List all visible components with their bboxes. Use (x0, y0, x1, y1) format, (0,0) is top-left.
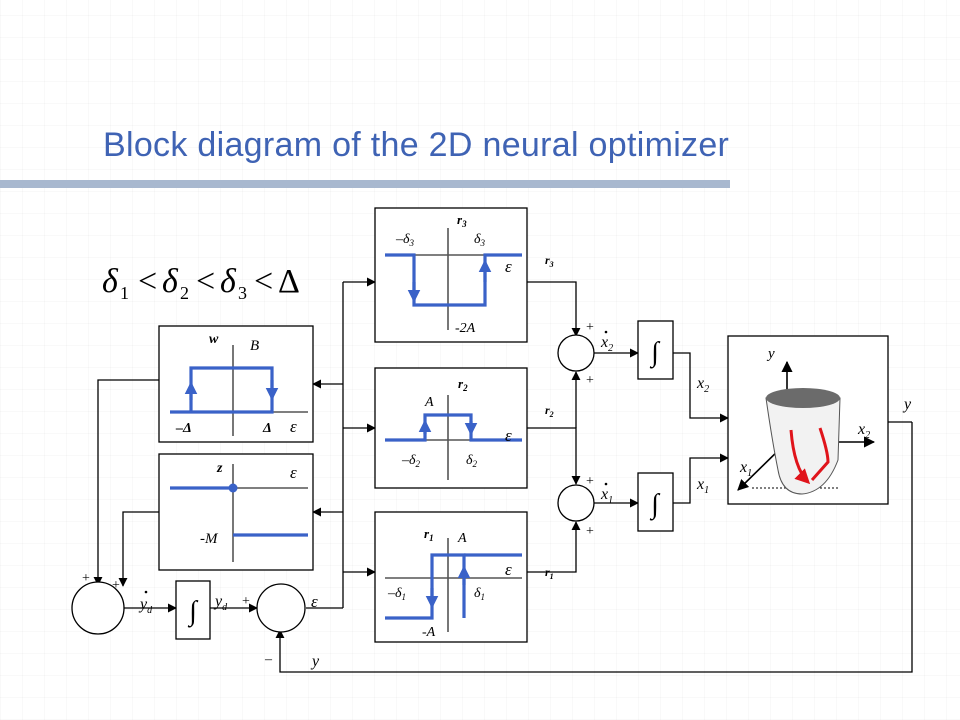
svg-text:-2A: -2A (455, 321, 476, 336)
svg-text:w: w (209, 332, 219, 347)
svg-text:B: B (250, 338, 259, 354)
hysteresis-block-r2: r2 A ε –δ2 δ2 (374, 367, 528, 489)
svg-text:δ1: δ1 (474, 586, 485, 602)
svg-text:-A: -A (422, 625, 436, 640)
svg-text:r1: r1 (545, 565, 554, 581)
svg-text:A: A (457, 531, 467, 546)
svg-text:+: + (586, 524, 594, 539)
summer-error: + – (242, 583, 306, 667)
svg-text:+: + (586, 320, 594, 335)
integrator-x1: ∫ (637, 472, 674, 532)
svg-text:ε: ε (505, 426, 512, 445)
plant-surface-block: y x2 x1 (727, 335, 889, 505)
step-block-z: z ε -M (158, 453, 314, 571)
svg-text:y: y (902, 396, 912, 413)
svg-text:δ3: δ3 (474, 232, 486, 248)
svg-text:–δ3: –δ3 (395, 232, 415, 248)
svg-text:ε: ε (505, 257, 512, 276)
svg-text:–δ2: –δ2 (401, 453, 421, 469)
signal-labels: r3 r2 r1 x2 x1 x2 x1 y y ε yd yd (138, 253, 912, 670)
svg-text:2: 2 (180, 283, 189, 303)
svg-text:–Δ: –Δ (175, 421, 192, 436)
svg-text:δ: δ (102, 263, 119, 300)
svg-text:z: z (216, 461, 223, 476)
svg-text:A: A (424, 395, 434, 410)
hysteresis-block-r1: r1 A ε –δ1 δ1 -A (374, 511, 528, 643)
title-underline (0, 180, 730, 188)
svg-text:3: 3 (238, 283, 247, 303)
svg-text:∫: ∫ (649, 489, 661, 521)
delta-inequality: δ 1 < δ 2 < δ 3 < Δ (102, 263, 300, 303)
svg-text:<: < (196, 263, 215, 300)
svg-text:Δ: Δ (278, 263, 300, 300)
svg-text:Δ: Δ (262, 421, 272, 436)
svg-text:yd: yd (138, 596, 153, 616)
svg-text:r3: r3 (545, 253, 554, 269)
svg-text:δ: δ (220, 263, 237, 300)
svg-text:-M: -M (200, 531, 219, 547)
svg-text:∫: ∫ (187, 596, 199, 628)
svg-text:ε: ε (290, 417, 297, 436)
svg-text:+: + (586, 373, 594, 388)
svg-text:ε: ε (505, 560, 512, 579)
svg-text:r2: r2 (545, 403, 554, 419)
svg-text:–: – (264, 652, 273, 667)
svg-text:r3: r3 (457, 212, 467, 229)
integrator-x2: ∫ (637, 320, 674, 380)
svg-text:<: < (138, 263, 157, 300)
svg-text:–δ1: –δ1 (387, 586, 406, 602)
hysteresis-block-r3: r3 –δ3 δ3 ε -2A (374, 207, 528, 343)
svg-text:1: 1 (120, 283, 129, 303)
svg-text:y: y (310, 653, 320, 670)
svg-text:ε: ε (311, 592, 318, 611)
svg-text:x1: x1 (696, 476, 709, 496)
svg-text:+: + (82, 571, 90, 586)
svg-text:ε: ε (290, 463, 297, 482)
svg-text:x1: x1 (600, 486, 613, 506)
svg-text:+: + (112, 578, 120, 593)
integrator-yd: ∫ (175, 580, 211, 640)
svg-text:r1: r1 (424, 526, 434, 543)
svg-text:y: y (766, 346, 775, 362)
svg-text:r2: r2 (458, 376, 468, 393)
svg-text:x2: x2 (696, 375, 709, 395)
hysteresis-block-w: w B –Δ Δ ε (158, 325, 314, 443)
svg-text:+: + (586, 474, 594, 489)
svg-text:<: < (254, 263, 273, 300)
svg-text:x2: x2 (600, 334, 613, 354)
summer-left: + + (71, 571, 125, 635)
summer-top: + + (557, 320, 595, 388)
svg-text:x2: x2 (857, 421, 870, 441)
summer-middle: + + (557, 474, 595, 539)
wires (93, 277, 913, 673)
svg-text:∫: ∫ (649, 337, 661, 369)
svg-text:yd: yd (213, 593, 228, 613)
page-title: Block diagram of the 2D neural optimizer (103, 126, 730, 164)
svg-text:δ: δ (162, 263, 179, 300)
svg-text:+: + (242, 594, 250, 609)
svg-text:δ2: δ2 (466, 453, 478, 469)
svg-text:x1: x1 (739, 459, 752, 479)
